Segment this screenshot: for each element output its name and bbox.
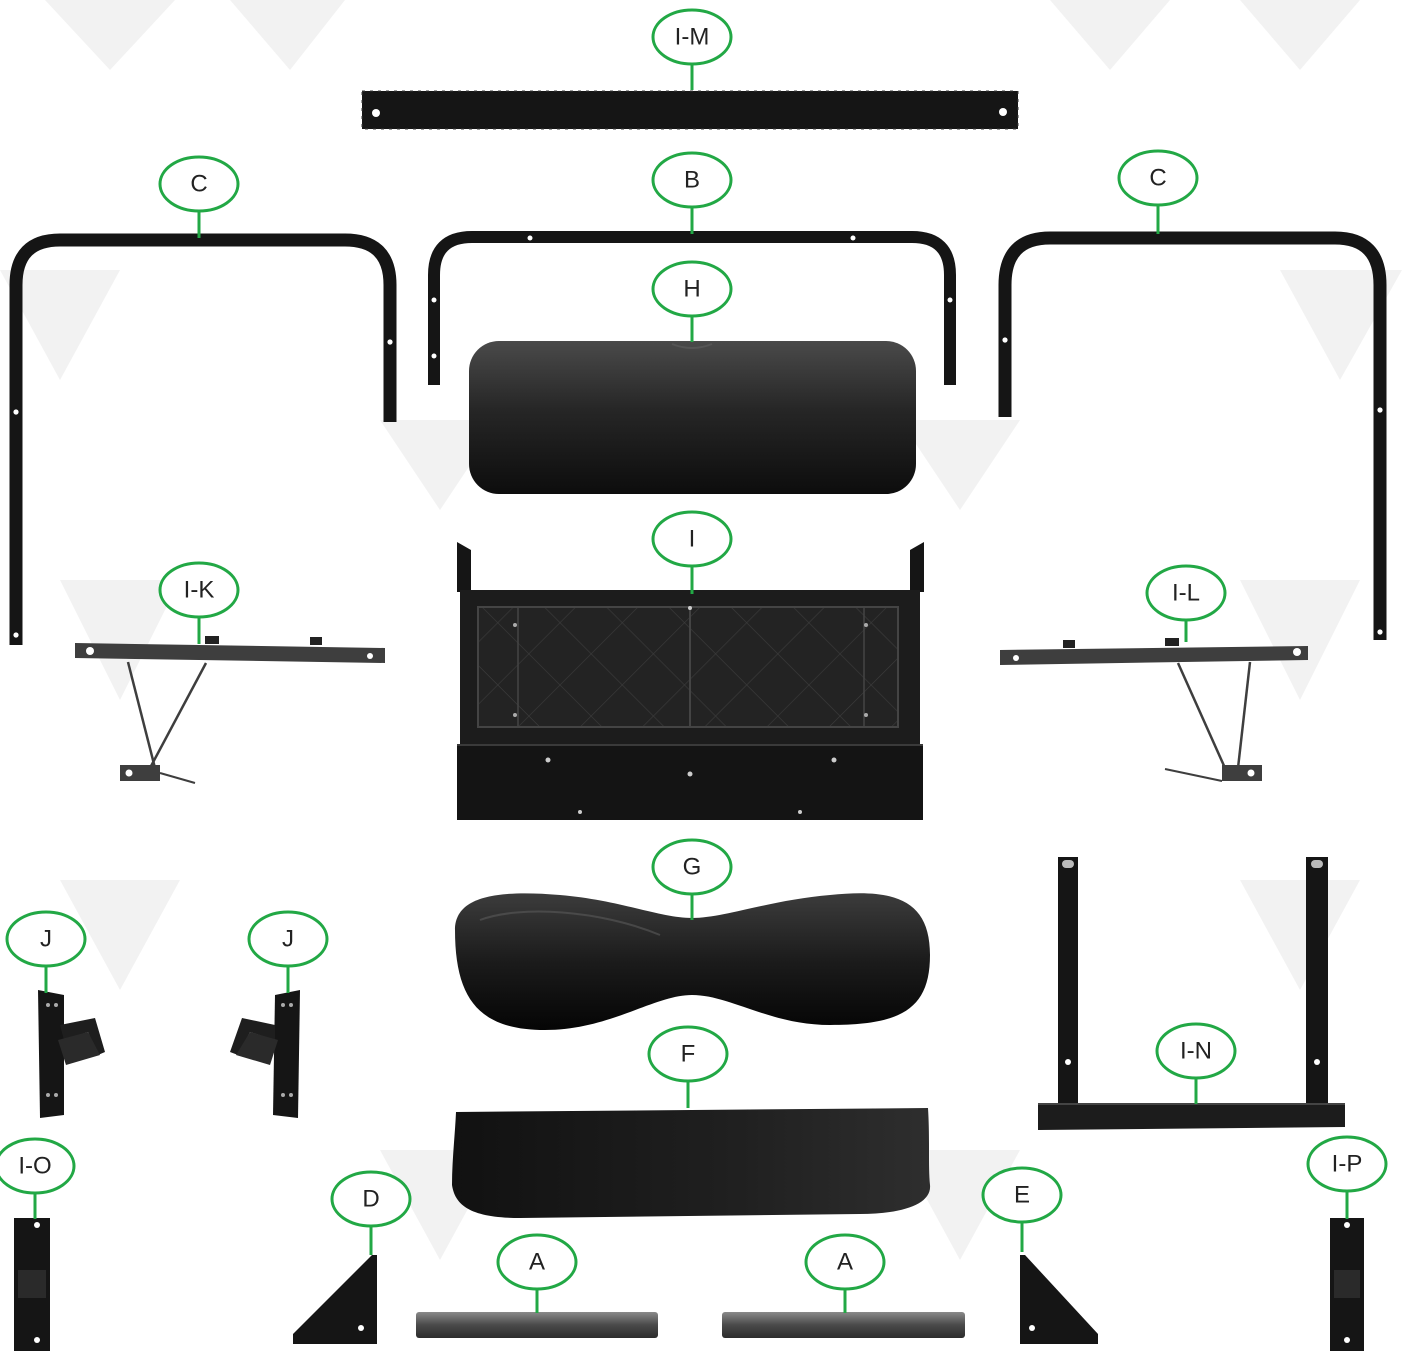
part-g-seat-cushion xyxy=(455,893,930,1030)
callout-label: C xyxy=(190,171,207,198)
callout-a-left: A xyxy=(496,1233,578,1313)
callout-label: F xyxy=(681,1041,696,1068)
callout-label: I-L xyxy=(1172,580,1200,607)
callout-c-left: C xyxy=(158,155,240,238)
callout-label: J xyxy=(40,926,52,953)
callout-ring xyxy=(804,1233,886,1291)
callout-ring xyxy=(1155,1022,1237,1080)
callout-i-n: I-N xyxy=(1155,1022,1237,1104)
callout-b: B xyxy=(651,151,733,234)
callout-ring xyxy=(647,1025,729,1083)
callout-label: I-K xyxy=(184,577,215,604)
callout-ring xyxy=(158,155,240,213)
part-i-k-bracket xyxy=(75,636,385,784)
callout-label: A xyxy=(837,1249,853,1276)
callout-ring xyxy=(1306,1135,1388,1193)
callout-i: I xyxy=(651,510,733,594)
callout-i-k: I-K xyxy=(158,561,240,644)
callout-j-left: J xyxy=(5,910,87,993)
callout-label: G xyxy=(683,854,702,881)
part-d-corner-bracket xyxy=(293,1255,377,1344)
part-i-seat-box xyxy=(457,542,924,820)
callout-i-o: I-O xyxy=(0,1137,76,1219)
callout-f: F xyxy=(647,1025,729,1108)
part-e-corner-bracket xyxy=(1020,1255,1098,1344)
callout-ring xyxy=(651,510,733,568)
callout-ring xyxy=(247,910,329,968)
part-i-m-bar xyxy=(361,90,1019,130)
callout-i-p: I-P xyxy=(1306,1135,1388,1219)
callout-e: E xyxy=(981,1166,1063,1252)
callout-label: I xyxy=(689,526,696,553)
callout-i-m: I-M xyxy=(651,8,733,90)
part-i-l-bracket xyxy=(1000,638,1308,782)
callout-label: I-M xyxy=(675,24,710,51)
callout-label: J xyxy=(282,926,294,953)
callout-ring xyxy=(651,260,733,318)
part-c-right-frame xyxy=(998,231,1387,640)
callout-ring xyxy=(651,838,733,896)
callout-ring xyxy=(1117,149,1199,207)
part-a-right-step xyxy=(722,1312,965,1338)
callout-label: I-N xyxy=(1180,1038,1212,1065)
part-j-right-bracket xyxy=(230,990,300,1118)
callout-c-right: C xyxy=(1117,149,1199,234)
callout-ring xyxy=(330,1170,412,1228)
callout-g: G xyxy=(651,838,733,920)
callout-label: D xyxy=(362,1186,379,1213)
part-b-middle-frame xyxy=(428,231,956,385)
callout-label: C xyxy=(1149,165,1166,192)
callout-ring xyxy=(651,151,733,209)
part-i-n-frame xyxy=(1038,857,1345,1130)
part-a-left-step xyxy=(416,1312,658,1338)
callout-d: D xyxy=(330,1170,412,1255)
callout-ring xyxy=(981,1166,1063,1224)
callout-ring xyxy=(496,1233,578,1291)
callout-label: I-P xyxy=(1332,1151,1363,1178)
callout-ring xyxy=(0,1137,76,1195)
part-i-p-bracket xyxy=(1330,1218,1364,1351)
callout-i-l: I-L xyxy=(1145,564,1227,642)
callout-h: H xyxy=(651,260,733,342)
callout-a-right: A xyxy=(804,1233,886,1313)
callout-ring xyxy=(158,561,240,619)
callout-ring xyxy=(1145,564,1227,622)
part-f-footrest xyxy=(452,1108,931,1218)
callout-label: E xyxy=(1014,1182,1030,1209)
part-h-back-cushion xyxy=(469,341,916,494)
callout-label: A xyxy=(529,1249,545,1276)
callout-label: H xyxy=(683,276,700,303)
callout-ring xyxy=(5,910,87,968)
callout-j-right: J xyxy=(247,910,329,993)
callout-ring xyxy=(651,8,733,66)
part-j-left-bracket xyxy=(38,990,105,1118)
part-c-left-frame xyxy=(9,233,397,645)
callout-label: B xyxy=(684,167,700,194)
part-i-o-bracket xyxy=(14,1218,50,1351)
callout-label: I-O xyxy=(18,1153,51,1180)
